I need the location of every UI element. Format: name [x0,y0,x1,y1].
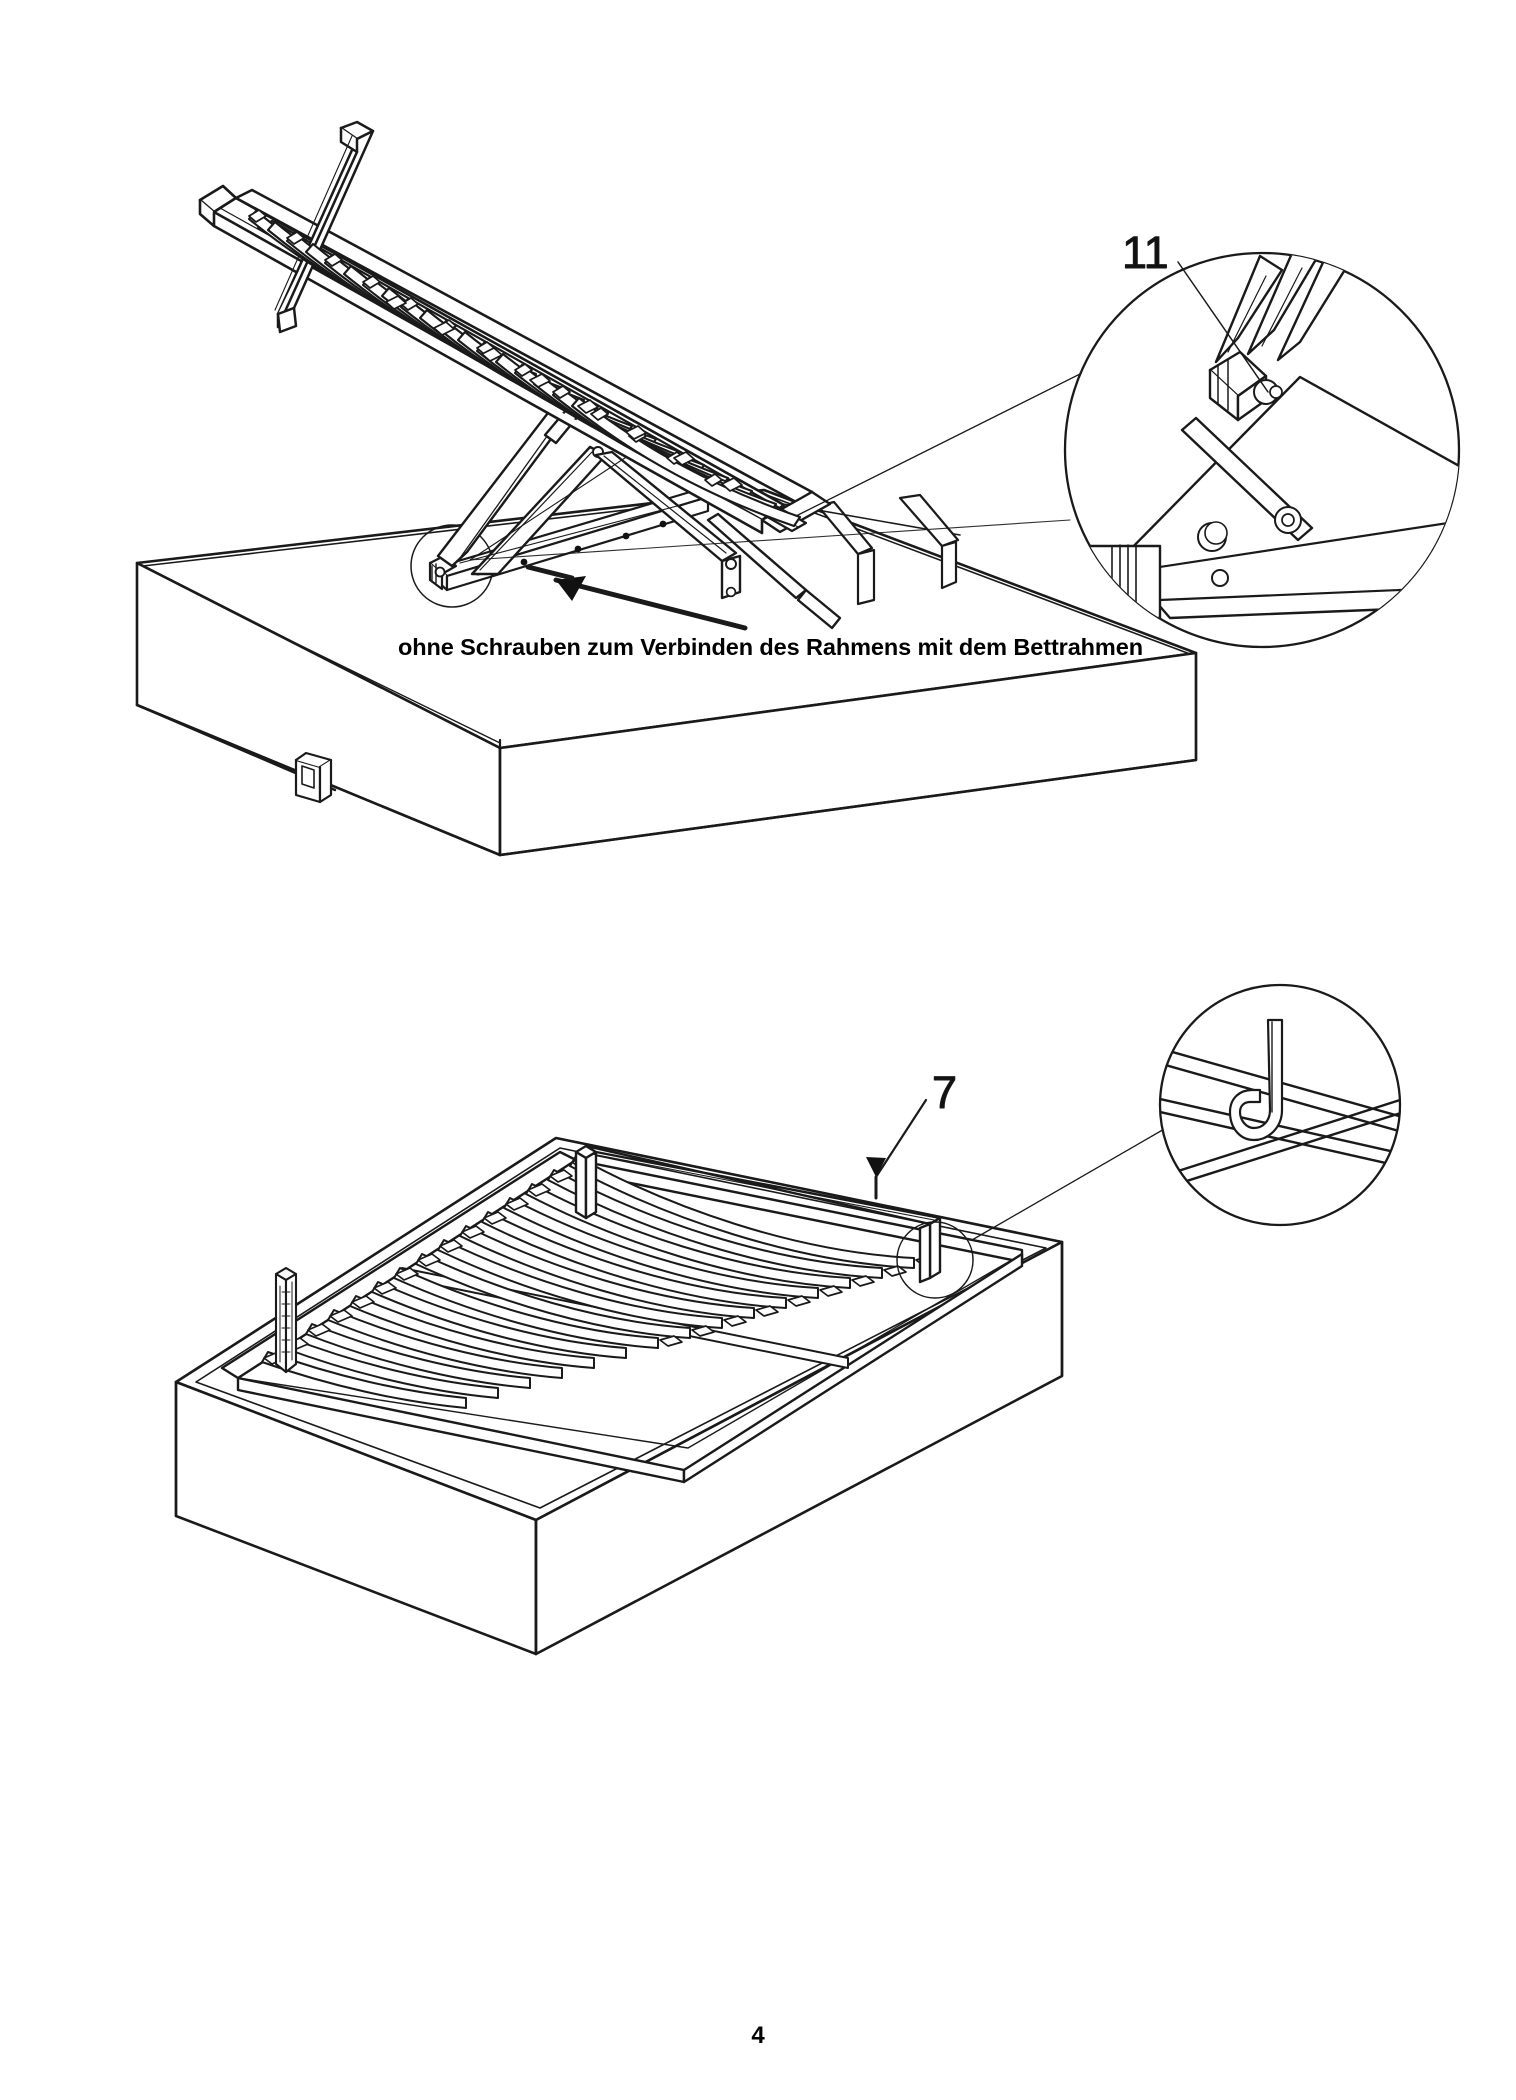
bed-box-open [135,488,1198,857]
slat-holders-lower [385,295,743,492]
figure-lift-open [135,120,1198,857]
detail-leader-top-2 [469,519,1071,561]
slatted-base-flat [220,1144,1024,1484]
callout-label-7: 7 [932,1067,957,1118]
callout-leader-11 [1177,261,1269,393]
handle-rod [274,120,375,334]
callout-arrow-7 [866,1098,928,1200]
centre-support-post [274,1266,298,1374]
detail-leader-bottom [971,1127,1167,1241]
lift-linkage [436,394,842,630]
slat-group-flat [261,1155,915,1409]
figure-caption-lift: ohne Schrauben zum Verbinden des Rahmens… [398,634,1143,660]
slat-holders-upper [248,209,723,487]
detail-view-hook [1158,983,1402,1227]
u-handle-bar [574,1144,942,1284]
detail-leader-top [795,369,1089,517]
detail-circle-source-bottom [896,1221,974,1299]
slatted-base-tilted [198,120,832,535]
callout-label-11: 11 [1122,227,1169,278]
caption-arrow [525,564,748,631]
corner-bracket-icon [294,751,333,804]
hinge-bracket-left [428,554,458,591]
page-number: 4 [751,2022,765,2049]
detail-view-11: 11 [1063,227,1461,649]
figure-lift-closed: 7 [174,1067,1167,1656]
